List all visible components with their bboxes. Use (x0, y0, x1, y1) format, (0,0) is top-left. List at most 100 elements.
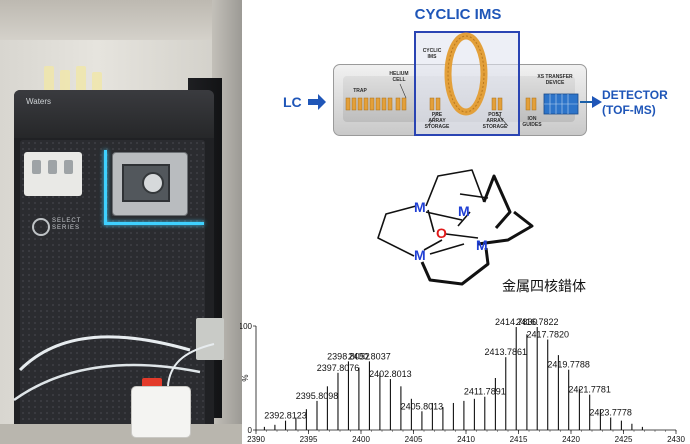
molecule-structure: M M M M O (377, 169, 534, 286)
metal-atom-4: M (414, 247, 426, 263)
x-tick-label: 2420 (562, 435, 580, 444)
background-ceiling (0, 0, 242, 40)
metal-atom-3: M (476, 237, 488, 253)
trap-rings (345, 97, 407, 111)
side-module (196, 318, 224, 360)
led-strip-vertical (104, 150, 107, 224)
post-array-rings (491, 97, 503, 111)
bond (457, 211, 471, 227)
ion-line-2: GUIDES (522, 122, 542, 128)
xs-line-1: XS TRANSFER (537, 74, 573, 80)
cyclic-ring-detail (447, 35, 485, 113)
lc-label: LC (283, 94, 302, 110)
background-floor (0, 424, 242, 444)
bond (423, 239, 443, 251)
led-strip-horizontal (104, 222, 204, 225)
post-line-1: POST (488, 112, 502, 118)
detector-line-2: (TOF-MS) (602, 103, 656, 117)
bond (459, 193, 489, 199)
peak-label: 2395.8098 (296, 391, 339, 401)
x-tick-label: 2400 (352, 435, 370, 444)
tube (167, 343, 215, 387)
atom-labels: M M M M O (414, 199, 488, 263)
pre-line-2: ARRAY (428, 118, 446, 124)
valve (48, 160, 57, 174)
leader-lines (399, 83, 509, 127)
badge-line-1: SELECT (52, 218, 82, 224)
peak-label: 2417.7820 (526, 330, 569, 340)
peak-label: 2411.7891 (464, 387, 506, 397)
tube (13, 363, 201, 402)
y-axis-label: % (241, 374, 250, 381)
post-array-storage-label: POST ARRAY STORAGE (478, 112, 512, 130)
solvent-bottle (92, 72, 102, 92)
xs-transfer-grid (544, 94, 578, 114)
y-tick-label: 100 (240, 322, 253, 331)
bond (377, 205, 417, 257)
bond (425, 211, 463, 221)
pre-array-storage-label: PRE ARRAY STORAGE (420, 112, 454, 130)
cyclic-line-2: IMS (427, 54, 437, 60)
waste-jug-cap (142, 378, 162, 388)
ims-diagram-graphics (308, 32, 602, 127)
peak-label: 2405.8013 (401, 401, 444, 411)
bond (477, 210, 534, 246)
x-tick-label: 2415 (510, 435, 528, 444)
peak-label: 2421.7781 (568, 385, 611, 395)
lc-arrow-shaft (308, 99, 318, 105)
peak-label: 2413.7861 (484, 347, 527, 357)
bond (427, 209, 435, 233)
instrument-top-panel (14, 90, 214, 138)
instrument-photo: Waters SELECT SERIES (0, 0, 242, 444)
helium-line-2: CELL (392, 77, 406, 83)
cyclic-ims-label: CYCLIC IMS (418, 48, 446, 60)
xs-line-2: DEVICE (545, 80, 565, 86)
xs-transfer-label: XS TRANSFER DEVICE (530, 74, 580, 86)
helium-line-1: HELIUM (389, 71, 409, 77)
x-tick-label: 2395 (300, 435, 318, 444)
solvent-bottle (60, 70, 70, 92)
cyclic-line-1: CYCLIC (422, 48, 442, 54)
molecule-caption: 金属四核錯体 (502, 279, 586, 295)
metal-atom-1: M (414, 199, 426, 215)
detector-label: DETECTOR (TOF-MS) (602, 88, 668, 118)
central-oxygen-atom: O (436, 225, 447, 241)
post-line-2: ARRAY (486, 118, 504, 124)
pre-line-1: PRE (431, 112, 443, 118)
bond (429, 243, 465, 255)
cyclic-ims-frame (414, 31, 520, 136)
bond (420, 247, 490, 286)
ims-title: CYCLIC IMS (414, 6, 502, 23)
x-tick-label: 2425 (615, 435, 633, 444)
valve (32, 160, 41, 174)
peak-label: 2416.7822 (516, 318, 559, 327)
bond (445, 233, 479, 239)
valve (64, 160, 73, 174)
x-tick-label: 2405 (405, 435, 423, 444)
bond (425, 169, 485, 207)
solvent-bottle (44, 66, 54, 92)
badge-line-2: SERIES (52, 225, 81, 231)
bond (482, 174, 512, 229)
valve-panel (24, 152, 82, 196)
ion-guide-rings (525, 97, 537, 111)
chart-peaks (263, 327, 643, 430)
brand-logo: Waters (26, 97, 52, 106)
output-arrow-head (592, 96, 602, 108)
ligand-bonds (377, 169, 534, 286)
waste-jug (131, 386, 191, 438)
y-tick-label: 0 (248, 426, 253, 435)
pre-line-3: STORAGE (424, 124, 450, 130)
ion-guides-label: ION GUIDES (518, 116, 546, 128)
x-tick-label: 2390 (247, 435, 265, 444)
peak-label: 2397.8076 (317, 363, 360, 373)
select-series-logo-icon (32, 218, 50, 236)
post-line-3: STORAGE (482, 124, 508, 130)
tubing-lines (13, 335, 215, 402)
x-tick-label: 2430 (667, 435, 685, 444)
trap-label: TRAP (353, 88, 367, 94)
x-tick-label: 2410 (457, 435, 475, 444)
lc-arrow-head (318, 94, 326, 110)
pre-array-rings (429, 97, 441, 111)
select-series-badge: SELECT SERIES (52, 218, 81, 232)
